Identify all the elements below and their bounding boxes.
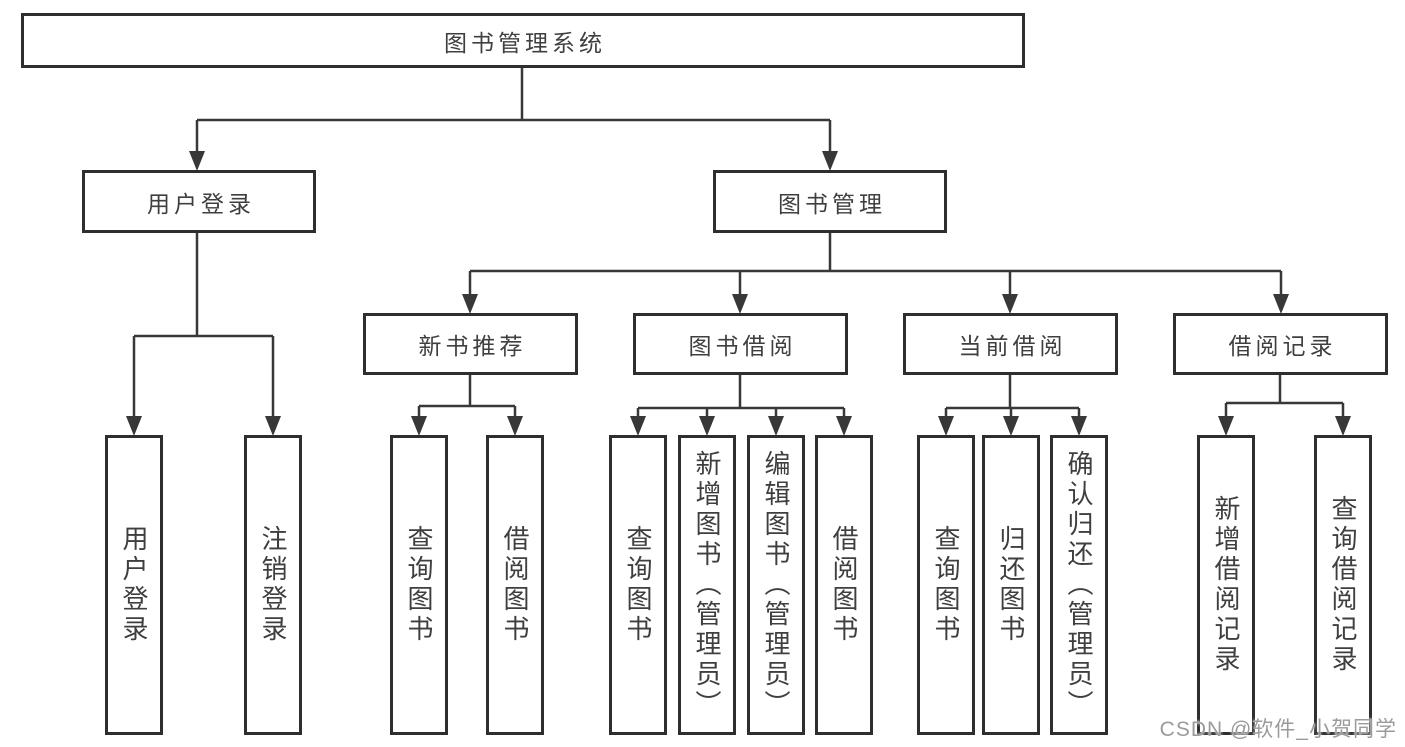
node-label: 用户登录 (147, 190, 255, 217)
node-new-book-recommend: 新书推荐 (363, 313, 578, 375)
node-label: 用户登录 (119, 525, 149, 645)
node-current-borrow: 当前借阅 (903, 313, 1118, 375)
connector-new-rec-children (411, 375, 523, 436)
node-label: 新增借阅记录 (1211, 495, 1241, 675)
node-root-library-system: 图书管理系统 (21, 13, 1025, 68)
node-label: 借阅记录 (1228, 333, 1337, 359)
leaf-user-login: 用户登录 (105, 435, 163, 735)
leaf-confirm-return-admin: 确认归还（管理员） (1050, 435, 1108, 735)
leaf-query-books-borrow: 查询图书 (609, 435, 667, 735)
leaf-query-books-current: 查询图书 (917, 435, 975, 735)
node-label: 新书推荐 (418, 333, 527, 359)
node-label: 图书管理 (778, 190, 886, 217)
node-label: 查询图书 (623, 525, 653, 645)
leaf-borrow-books-recommend: 借阅图书 (486, 435, 544, 735)
connector-current-borrow-children (938, 375, 1087, 436)
connector-user-login-children (126, 233, 281, 436)
leaf-borrow-books: 借阅图书 (815, 435, 873, 735)
node-label: 查询借阅记录 (1328, 495, 1358, 675)
node-label: 归还图书 (996, 525, 1026, 645)
node-label: 图书借阅 (688, 333, 797, 359)
node-label: 确认归还（管理员） (1064, 450, 1094, 720)
connector-borrow-records-children (1218, 375, 1351, 436)
csdn-watermark: CSDN @软件_小贺同学 (1159, 718, 1397, 741)
node-user-login: 用户登录 (82, 170, 316, 233)
connector-book-mgmt-to-level3 (462, 233, 1289, 314)
node-label: 借阅图书 (500, 525, 530, 645)
node-book-borrow: 图书借阅 (633, 313, 848, 375)
connector-book-borrow-children (630, 375, 852, 436)
leaf-add-book-admin: 新增图书（管理员） (678, 435, 736, 735)
leaf-edit-book-admin: 编辑图书（管理员） (747, 435, 805, 735)
node-label: 查询图书 (931, 525, 961, 645)
node-book-management: 图书管理 (713, 170, 947, 233)
node-label: 当前借阅 (958, 333, 1067, 359)
node-label: 查询图书 (404, 525, 434, 645)
leaf-add-borrow-record: 新增借阅记录 (1197, 435, 1255, 735)
node-label: 借阅图书 (829, 525, 859, 645)
leaf-query-books-recommend: 查询图书 (390, 435, 448, 735)
node-label: 图书管理系统 (444, 29, 606, 56)
node-label: 注销登录 (258, 525, 288, 645)
leaf-query-borrow-record: 查询借阅记录 (1314, 435, 1372, 735)
leaf-return-books: 归还图书 (982, 435, 1040, 735)
node-label: 编辑图书（管理员） (761, 450, 791, 720)
connector-root-to-level2 (189, 68, 838, 171)
leaf-logout: 注销登录 (244, 435, 302, 735)
node-label: 新增图书（管理员） (692, 450, 722, 720)
node-borrow-records: 借阅记录 (1173, 313, 1388, 375)
